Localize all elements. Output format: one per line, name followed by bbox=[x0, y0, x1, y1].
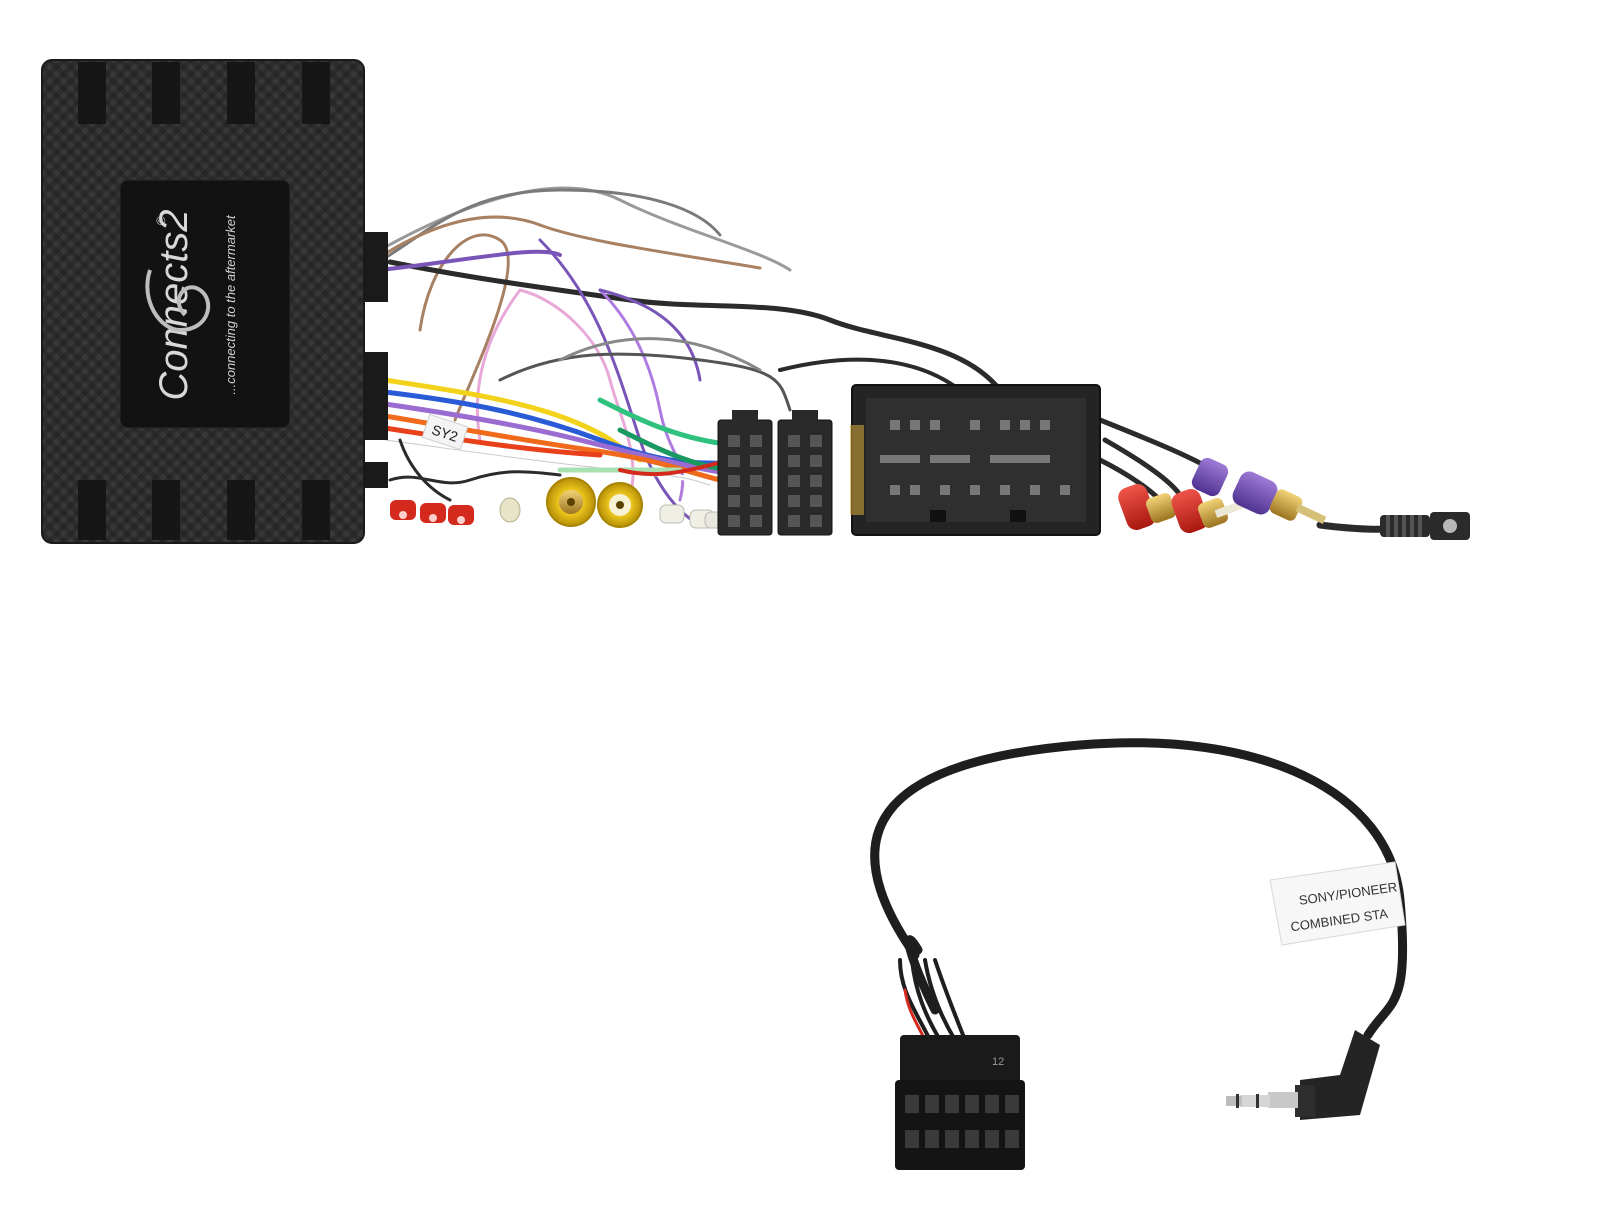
iso-connector-1 bbox=[717, 410, 773, 536]
jack-plug-small bbox=[1380, 512, 1470, 540]
brand-tagline: ...connecting to the aftermarket bbox=[223, 214, 238, 395]
insulated-terminals bbox=[659, 504, 726, 529]
logo-panel: Connects2 ® ...connecting to the afterma… bbox=[119, 179, 291, 429]
rca-plug-purple bbox=[1191, 457, 1327, 524]
brand-logo: Connects2 bbox=[152, 209, 196, 400]
wire-label-tag: SY2 bbox=[421, 413, 469, 451]
wire-label-text: SY2 bbox=[430, 421, 460, 444]
jack-plug-right-angle bbox=[1226, 1030, 1380, 1120]
logo-mark-icon bbox=[145, 269, 211, 333]
interface-module: Connects2 ® ...connecting to the afterma… bbox=[41, 59, 388, 544]
registered-mark: ® bbox=[154, 216, 168, 225]
rca-jack-yellow-1 bbox=[546, 477, 596, 527]
iso-connector-2 bbox=[777, 410, 833, 536]
spade-terminals bbox=[390, 497, 521, 525]
patch-lead bbox=[870, 738, 1408, 1042]
vehicle-harness-connector bbox=[850, 384, 1101, 536]
rca-jack-yellow-2 bbox=[597, 482, 643, 528]
molex-connector: 12 bbox=[895, 1035, 1025, 1170]
connector-pin-marking: 12 bbox=[992, 1056, 1004, 1068]
lead-label-flag: SONY/PIONEER COMBINED STA bbox=[1269, 861, 1406, 946]
rca-plug-red-1 bbox=[1118, 484, 1176, 530]
